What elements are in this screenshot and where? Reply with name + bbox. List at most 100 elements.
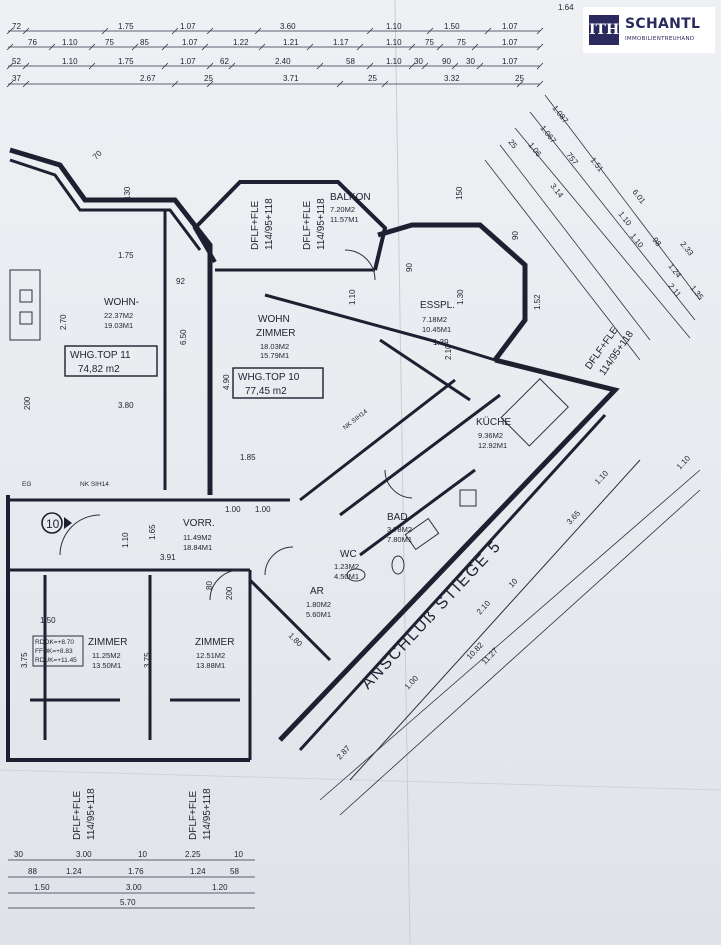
dim-text: 1.17 — [333, 38, 349, 47]
logo-subtitle: IMMOBILIENTREUHAND — [625, 36, 695, 42]
logo-mark-icon: ITH — [589, 15, 619, 45]
dim-text: 58 — [346, 57, 355, 66]
dim-text: 1.30 — [456, 289, 465, 305]
dim-tick — [254, 27, 262, 35]
window-code: 114/95+118 — [86, 788, 97, 840]
dim-text: 85 — [140, 38, 149, 47]
dim-text: 75 — [457, 38, 466, 47]
level-note: RDUK=+11.45 — [35, 657, 77, 664]
room-area: 12.92M1 — [478, 441, 507, 450]
window-code: DFLF+FLE — [302, 200, 313, 250]
dim-text: 6.01 — [630, 188, 647, 206]
unit-box-top10 — [232, 367, 324, 399]
dim-tick — [6, 43, 14, 51]
dim-text: 52 — [12, 57, 21, 66]
room-area: 11.49M2 — [183, 533, 212, 542]
dim-text: 30 — [414, 57, 423, 66]
window-code: 114/95+118 — [202, 788, 213, 840]
dim-text: 1.75 — [118, 57, 134, 66]
dim-tick — [408, 62, 416, 70]
dim-tick — [316, 62, 324, 70]
dim-text: 58 — [230, 867, 239, 876]
dim-text: 2.40 — [275, 57, 291, 66]
dim-text: 1.65 — [148, 524, 157, 540]
dim-tick — [22, 62, 30, 70]
room-area: 13.50M1 — [92, 661, 121, 670]
dim-text: 10 — [138, 850, 147, 859]
dim-tick — [88, 43, 96, 51]
dim-tick — [258, 43, 266, 51]
window-code: DFLF+FLE — [188, 790, 199, 840]
dim-text: 1.10 — [348, 289, 357, 305]
dim-tick — [88, 62, 96, 70]
dim-text: 1.10 — [62, 38, 78, 47]
dim-text: 3.60 — [280, 22, 296, 31]
dim-text: 2.67 — [140, 74, 156, 83]
dim-text: 1.50 — [444, 22, 460, 31]
dim-text: 25 — [506, 138, 519, 151]
marker-eg: EG — [22, 481, 31, 488]
dim-text: 2.87 — [335, 743, 353, 761]
dim-text: 75 — [105, 38, 114, 47]
dim-tick — [171, 27, 179, 35]
dim-text: 3.71 — [283, 74, 299, 83]
dim-text: 130 — [123, 186, 132, 200]
room-name: ESSPL. — [420, 300, 455, 311]
dim-tick — [101, 27, 109, 35]
dim-text: 10 — [507, 576, 520, 589]
room-area: 7.18M2 — [422, 315, 447, 324]
dim-text: 3.00 — [126, 883, 142, 892]
dim-tick — [476, 62, 484, 70]
dim-text: 1.85 — [240, 453, 256, 462]
dim-text: 2.11 — [666, 282, 683, 300]
room-area: 3.78M2 — [387, 525, 412, 534]
dim-tick — [206, 80, 214, 88]
dim-text: 1.07 — [180, 22, 196, 31]
room-area: 7.80M1 — [387, 535, 412, 544]
dim-tick — [48, 43, 56, 51]
dim-text: 1.20 — [212, 883, 228, 892]
dim-tick — [228, 62, 236, 70]
dim-text: 1.00 — [255, 505, 271, 514]
room-area: 11.57M1 — [330, 215, 359, 224]
dim-tick — [484, 27, 492, 35]
dim-text: 1.76 — [128, 867, 144, 876]
dim-text: 76 — [28, 38, 37, 47]
dim-text: 1.10 — [628, 232, 645, 250]
inner-dimensions: 1.75 92 3.80 2.70 6.50 4.90 1.85 1.00 1.… — [20, 148, 542, 668]
dim-text: 90 — [511, 231, 520, 240]
dim-text: 2.10 — [444, 344, 453, 360]
dim-tick — [336, 80, 344, 88]
dim-text: 200 — [225, 586, 234, 600]
room-name: AR — [310, 586, 324, 597]
stair-dimensions: 3.65 2.10 10 1.10 11.27 10.82 1.00 2.87 … — [319, 453, 701, 816]
dim-tick — [536, 80, 544, 88]
dim-text: 1.24 — [66, 867, 82, 876]
window-code: 114/95+118 — [316, 198, 327, 250]
dim-tick — [22, 80, 30, 88]
stair-label: ANSCHLUß STIEGE 5 — [358, 537, 505, 692]
level-note: RDOK=+8.70 — [35, 639, 74, 646]
dim-text: 2.33 — [678, 240, 695, 258]
dim-text: 1.64 — [558, 3, 574, 12]
dim-text: 1.10 — [386, 57, 402, 66]
dim-tick — [206, 62, 214, 70]
dim-text: 1.10 — [121, 532, 130, 548]
room-area: 11.25M2 — [92, 651, 121, 660]
dim-text: 25 — [204, 74, 213, 83]
dim-text: 3.00 — [76, 850, 92, 859]
dim-text: 25 — [515, 74, 524, 83]
dim-text: 3.91 — [160, 553, 176, 562]
dim-text: 1.07 — [502, 57, 518, 66]
room-name: ZIMMER — [195, 637, 234, 648]
dim-tick — [451, 62, 459, 70]
marker-nk: NK SIH14 — [342, 408, 369, 432]
marker-nk: NK SIH14 — [80, 481, 109, 488]
room-name: KÜCHE — [476, 416, 511, 428]
dim-text: 72 — [12, 22, 21, 31]
dim-tick — [366, 62, 374, 70]
room-area: 1.23M2 — [334, 562, 359, 571]
dim-text: 1.75 — [118, 251, 134, 260]
dim-text: 1.07 — [502, 38, 518, 47]
